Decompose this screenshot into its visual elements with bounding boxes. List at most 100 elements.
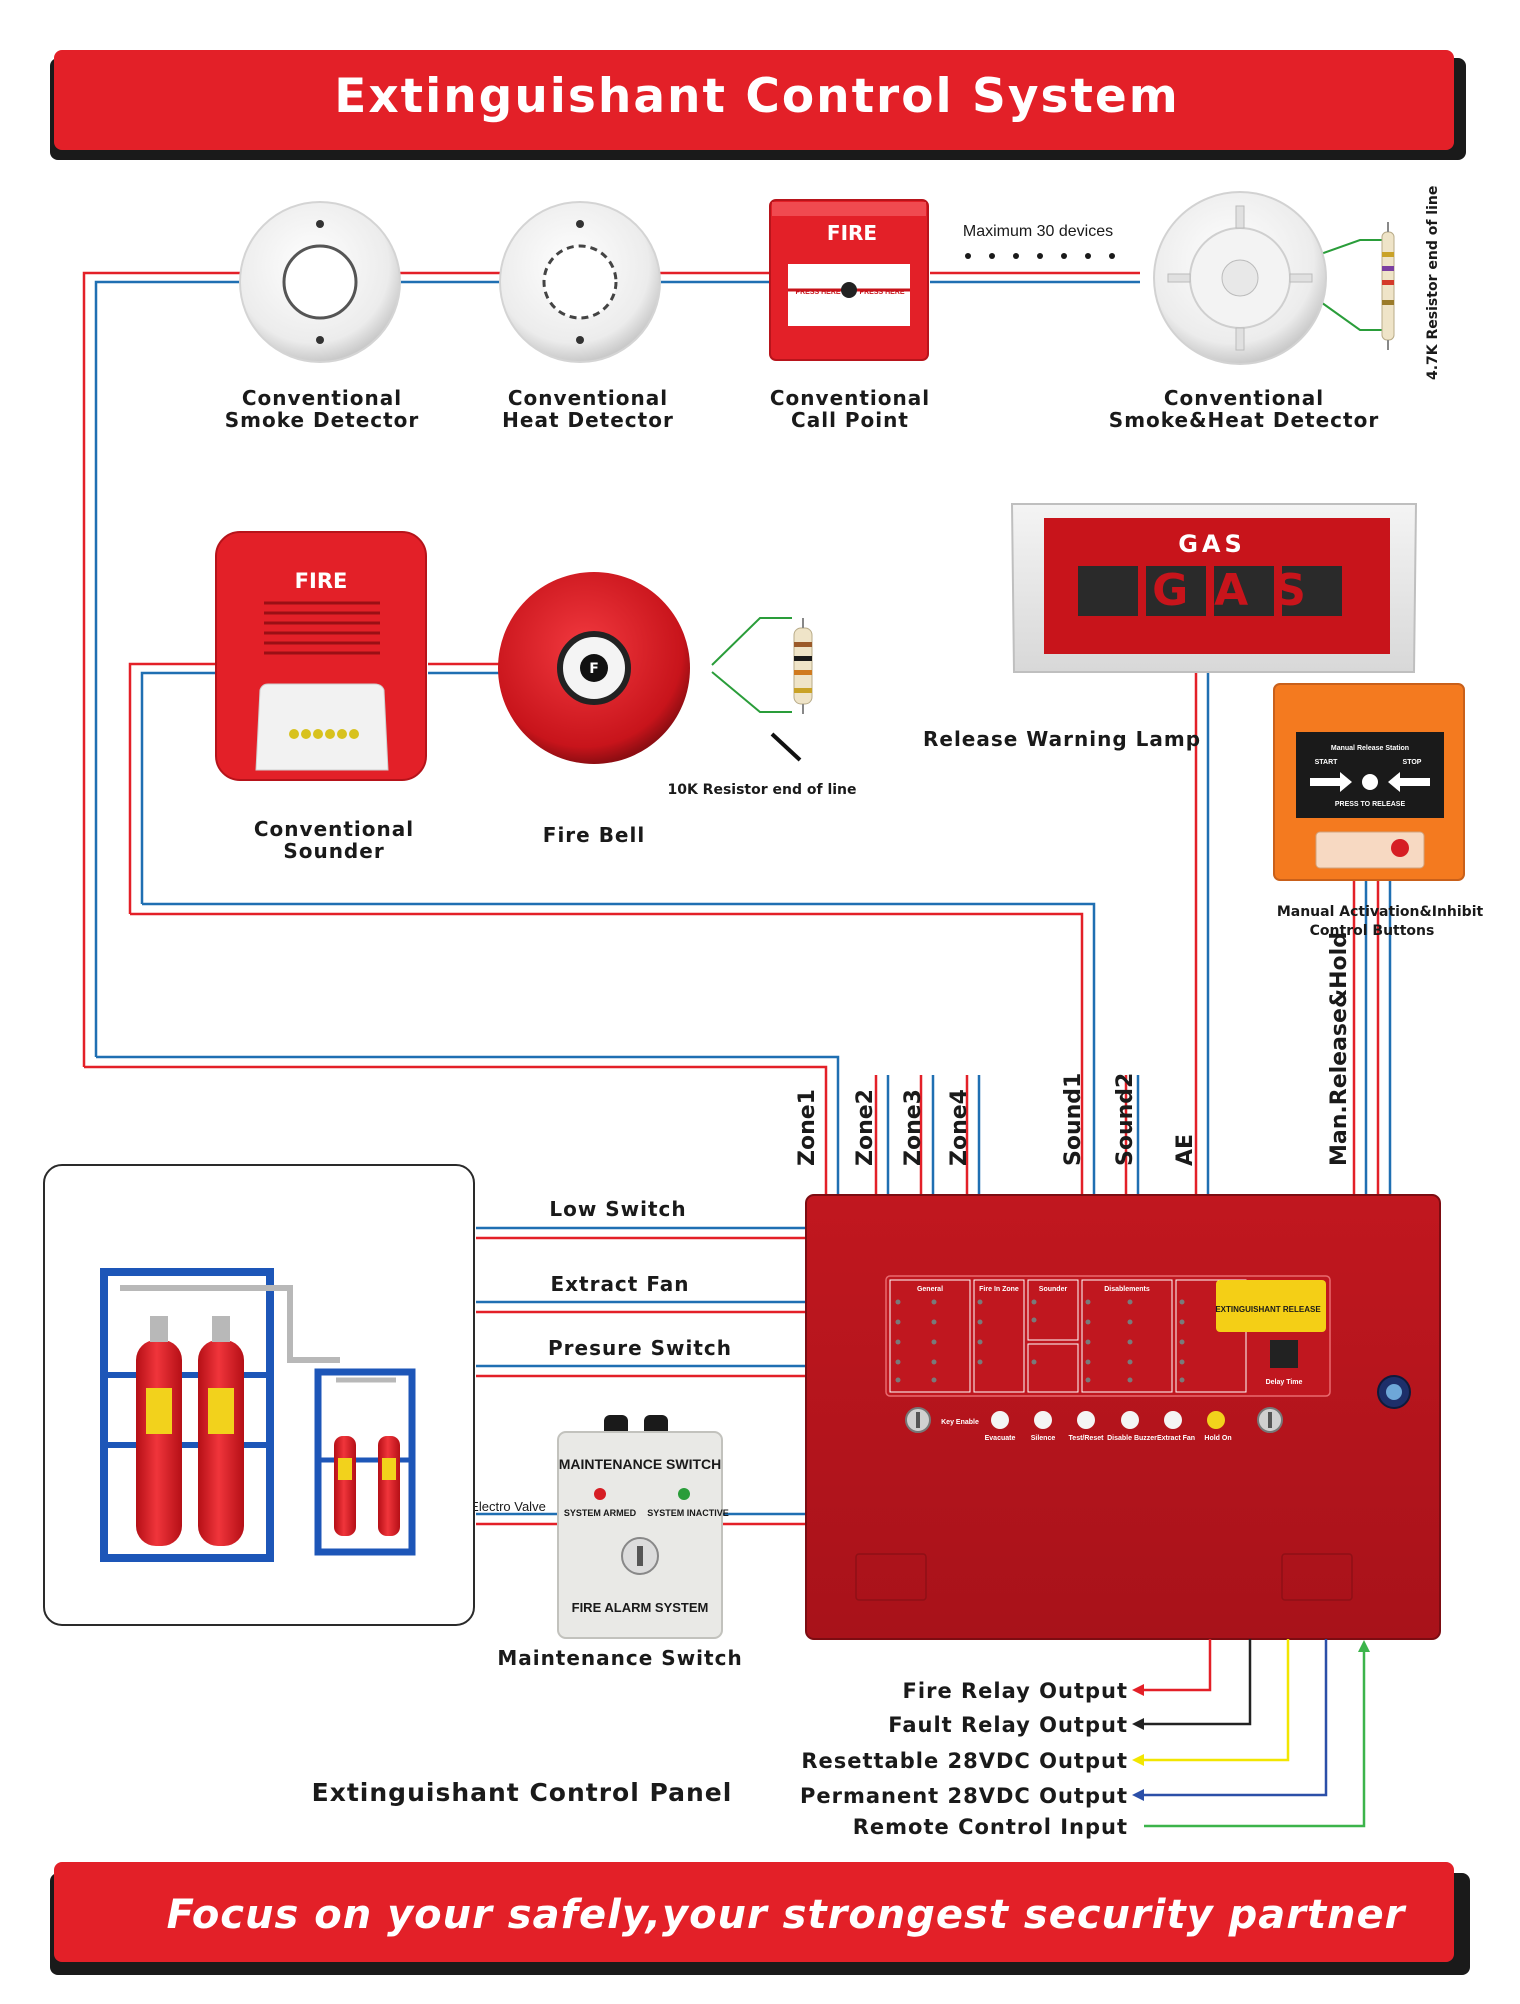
gas-lamp-small-text: GAS bbox=[1178, 530, 1246, 558]
release-sticker: EXTINGUISHANT RELEASE Delay Time bbox=[1215, 1280, 1326, 1386]
extract-fan-button[interactable] bbox=[1164, 1411, 1182, 1429]
call-point-label-2: Call Point bbox=[791, 408, 909, 432]
output-permanent-28vdc: Permanent 28VDC Output bbox=[800, 1784, 1128, 1808]
extract-fan-label: Extract Fan bbox=[550, 1272, 689, 1296]
manual-station-stop: STOP bbox=[1403, 759, 1422, 766]
silence-label: Silence bbox=[1031, 1435, 1056, 1442]
terminal-man-release: Man.Release&Hold bbox=[1327, 932, 1352, 1166]
panel-group-titles: General Fire In Zone Sounder Disablement… bbox=[917, 1286, 1150, 1293]
fire-bell-label: Fire Bell bbox=[543, 823, 645, 847]
delay-time-label: Delay Time bbox=[1266, 1379, 1303, 1386]
maintenance-title: MAINTENANCE SWITCH bbox=[559, 1456, 722, 1472]
dots bbox=[965, 253, 1115, 259]
sounder-label-2: Sounder bbox=[283, 839, 384, 863]
call-point-press-left: PRESS HERE bbox=[795, 289, 840, 296]
evacuate-button[interactable] bbox=[991, 1411, 1009, 1429]
call-point: FIRE PRESS HERE PRESS HERE Conventional … bbox=[769, 199, 930, 432]
footer-slogan: Focus on your safely,your strongest secu… bbox=[167, 1892, 1407, 1938]
terminal-labels: Zone1 Zone2 Zone3 Zone4 Sound1 Sound2 AE… bbox=[795, 932, 1352, 1166]
maintenance-switch: MAINTENANCE SWITCH SYSTEM ARMED SYSTEM I… bbox=[497, 1415, 742, 1670]
group-general: General bbox=[917, 1286, 943, 1293]
silence-button[interactable] bbox=[1034, 1411, 1052, 1429]
release-warning-lamp: GAS GAS Release Warning Lamp bbox=[923, 503, 1418, 751]
terminal-zone3: Zone3 bbox=[901, 1089, 926, 1166]
control-panel: General Fire In Zone Sounder Disablement… bbox=[805, 1194, 1441, 1640]
sounder-grille bbox=[264, 601, 380, 655]
max-devices-note: Maximum 30 devices bbox=[963, 223, 1115, 259]
left-line-labels: Low Switch Extract Fan Presure Switch El… bbox=[470, 1197, 732, 1514]
sounder-leds bbox=[289, 729, 359, 739]
svg-text:F: F bbox=[589, 661, 599, 677]
release-sticker-text: EXTINGUISHANT RELEASE bbox=[1215, 1305, 1321, 1314]
group-fire-in-zone: Fire In Zone bbox=[979, 1286, 1019, 1293]
fire-bell: F Fire Bell bbox=[498, 572, 690, 847]
heat-detector-label-2: Heat Detector bbox=[502, 408, 674, 432]
call-point-label-1: Conventional bbox=[770, 386, 930, 410]
conventional-sounder: FIRE Conventional Sounder bbox=[215, 531, 427, 863]
terminal-ae: AE bbox=[1173, 1134, 1198, 1166]
test-reset-label: Test/Reset bbox=[1069, 1435, 1105, 1442]
pressure-switch-label: Presure Switch bbox=[548, 1336, 732, 1360]
footer-banner: Focus on your safely,your strongest secu… bbox=[50, 1862, 1470, 1975]
disable-buzzer-label: Disable Buzzer bbox=[1107, 1435, 1157, 1442]
output-fault-relay: Fault Relay Output bbox=[888, 1713, 1128, 1737]
panel-caption: Extinguishant Control Panel bbox=[312, 1778, 733, 1807]
manual-station-label-1: Manual Activation&Inhibit bbox=[1277, 904, 1484, 920]
smoke-heat-detector: Conventional Smoke&Heat Detector bbox=[1109, 191, 1379, 432]
cylinder-rack bbox=[100, 1268, 340, 1562]
electro-valve-label: Electro Valve bbox=[470, 1499, 546, 1514]
output-resettable-28vdc: Resettable 28VDC Output bbox=[801, 1749, 1128, 1773]
panel-buttons: Evacuate Silence Test/Reset Disable Buzz… bbox=[985, 1411, 1232, 1442]
heat-detector: Conventional Heat Detector bbox=[499, 201, 674, 432]
smoke-detector-label-1: Conventional bbox=[242, 386, 402, 410]
page-title: Extinguishant Control System bbox=[334, 69, 1180, 124]
smoke-detector-label-2: Smoke Detector bbox=[225, 408, 420, 432]
output-fire-relay: Fire Relay Output bbox=[903, 1679, 1128, 1703]
evacuate-label: Evacuate bbox=[985, 1435, 1016, 1442]
small-cylinder-rack bbox=[314, 1368, 416, 1556]
manual-station-start: START bbox=[1315, 759, 1339, 766]
key-enable-label: Key Enable bbox=[941, 1419, 979, 1426]
gas-lamp-big-text: GAS bbox=[1152, 565, 1332, 616]
terminal-zone4: Zone4 bbox=[947, 1089, 972, 1166]
extract-fan-btn-label: Extract Fan bbox=[1157, 1435, 1195, 1442]
eol-10k-text: 10K Resistor end of line bbox=[667, 782, 856, 798]
low-switch-label: Low Switch bbox=[549, 1197, 686, 1221]
sounder-label-1: Conventional bbox=[254, 817, 414, 841]
output-remote-control: Remote Control Input bbox=[853, 1815, 1128, 1839]
smoke-heat-label-2: Smoke&Heat Detector bbox=[1109, 408, 1379, 432]
maintenance-armed: SYSTEM ARMED bbox=[564, 1508, 637, 1518]
hold-on-label: Hold On bbox=[1204, 1435, 1231, 1442]
group-sounder: Sounder bbox=[1039, 1286, 1068, 1293]
max-devices-text: Maximum 30 devices bbox=[963, 223, 1113, 240]
terminal-sound1: Sound1 bbox=[1061, 1073, 1086, 1166]
panel-led-groups bbox=[889, 1279, 1247, 1393]
gas-lamp-letter-boxes bbox=[1078, 566, 1342, 616]
terminal-sound2: Sound2 bbox=[1113, 1073, 1138, 1166]
smoke-heat-label-1: Conventional bbox=[1164, 386, 1324, 410]
sounder-fire-text: FIRE bbox=[295, 569, 348, 593]
zone-wiring bbox=[82, 239, 1392, 1526]
call-point-fire-text: FIRE bbox=[827, 221, 877, 245]
gas-lamp-label: Release Warning Lamp bbox=[923, 727, 1201, 751]
terminal-zone2: Zone2 bbox=[853, 1089, 878, 1166]
panel-leds bbox=[895, 1299, 1185, 1383]
heat-detector-label-1: Conventional bbox=[508, 386, 668, 410]
eol-resistor-47k: 4.7K Resistor end of line bbox=[1381, 186, 1441, 380]
manual-station-title: Manual Release Station bbox=[1331, 745, 1409, 752]
manual-station-press: PRESS TO RELEASE bbox=[1335, 801, 1406, 808]
eol-47k-text: 4.7K Resistor end of line bbox=[1425, 186, 1441, 380]
maintenance-bottom: FIRE ALARM SYSTEM bbox=[572, 1600, 709, 1615]
header-banner: Extinguishant Control System bbox=[50, 50, 1466, 160]
suppression-system bbox=[43, 1164, 475, 1626]
manual-station-label-2: Control Buttons bbox=[1310, 923, 1435, 939]
call-point-press-right: PRESS HERE bbox=[859, 289, 904, 296]
disable-buzzer-button[interactable] bbox=[1121, 1411, 1139, 1429]
maintenance-inactive: SYSTEM INACTIVE bbox=[647, 1508, 729, 1518]
hold-on-button[interactable] bbox=[1207, 1411, 1225, 1429]
eol-resistor-10k: 10K Resistor end of line bbox=[667, 618, 857, 798]
terminal-zone1: Zone1 bbox=[795, 1089, 820, 1166]
test-reset-button[interactable] bbox=[1077, 1411, 1095, 1429]
group-disablements: Disablements bbox=[1104, 1286, 1150, 1293]
